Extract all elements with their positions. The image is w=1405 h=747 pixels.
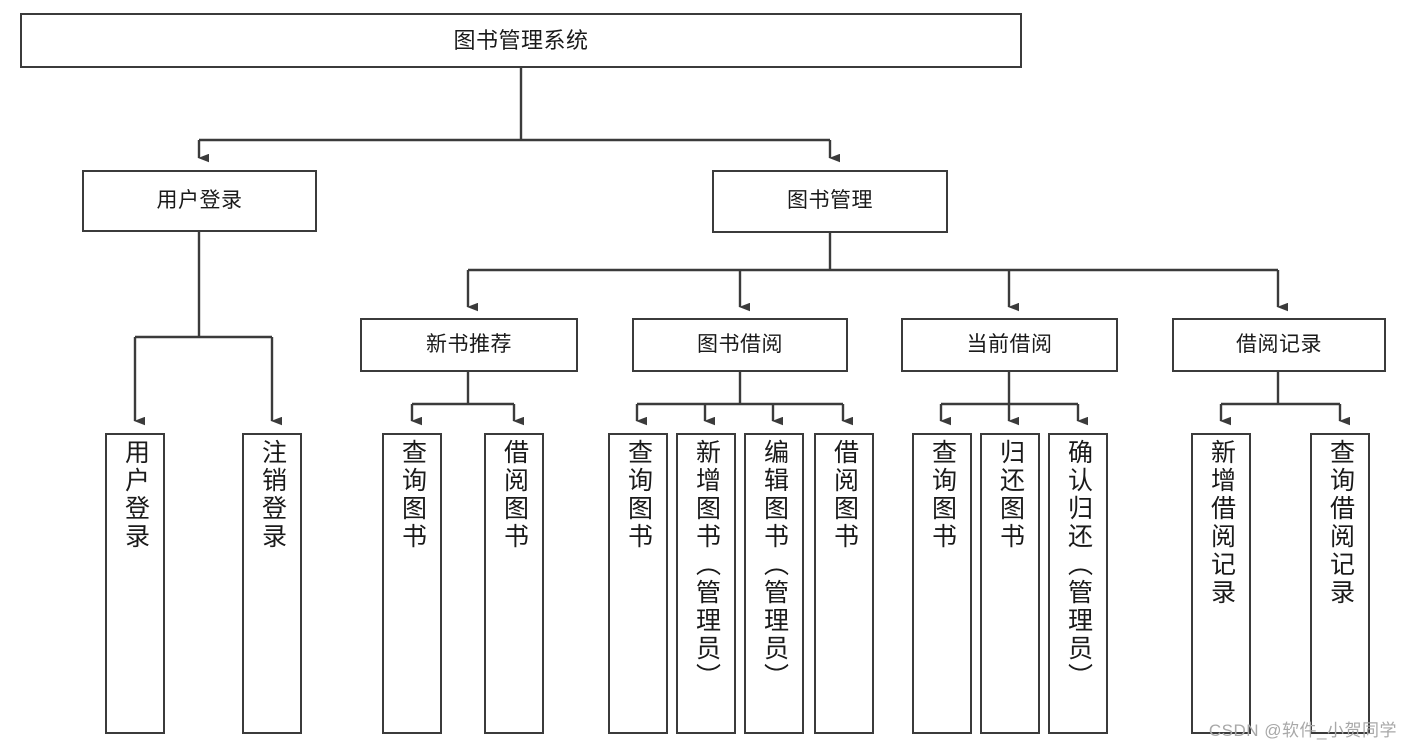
leaf-return-book[interactable]: 归还图书 <box>980 433 1040 734</box>
node-label: 查询借阅记录 <box>1326 439 1355 607</box>
leaf-user-login[interactable]: 用户登录 <box>105 433 165 734</box>
node-borrowing-record[interactable]: 借阅记录 <box>1172 318 1386 372</box>
node-label: 查询图书 <box>398 439 427 551</box>
leaf-query-borrow-record[interactable]: 查询借阅记录 <box>1310 433 1370 734</box>
node-label: 借阅图书 <box>500 439 529 551</box>
node-label: 新书推荐 <box>426 332 512 356</box>
node-label: 用户登录 <box>121 439 150 551</box>
leaf-logout[interactable]: 注销登录 <box>242 433 302 734</box>
leaf-query-book-recommend[interactable]: 查询图书 <box>382 433 442 734</box>
node-label: 归还图书 <box>996 439 1025 551</box>
node-book-borrowing[interactable]: 图书借阅 <box>632 318 848 372</box>
node-label: 借阅记录 <box>1236 332 1322 356</box>
node-label: 借阅图书 <box>830 439 859 551</box>
node-label: 用户登录 <box>156 188 243 212</box>
node-label: 图书借阅 <box>697 332 783 356</box>
node-user-login[interactable]: 用户登录 <box>82 170 317 232</box>
node-label: 图书管理 <box>787 189 873 213</box>
node-label: 注销登录 <box>258 439 287 551</box>
node-label: 编辑图书（管理员） <box>760 439 789 691</box>
node-root-book-management-system[interactable]: 图书管理系统 <box>20 13 1022 68</box>
node-label: 新增借阅记录 <box>1207 439 1236 607</box>
node-new-book-recommendation[interactable]: 新书推荐 <box>360 318 578 372</box>
node-label: 确认归还（管理员） <box>1064 439 1093 691</box>
leaf-borrow-book[interactable]: 借阅图书 <box>814 433 874 734</box>
watermark-text: CSDN @软件_小贺同学 <box>1208 721 1397 740</box>
leaf-add-borrow-record[interactable]: 新增借阅记录 <box>1191 433 1251 734</box>
leaf-edit-book-admin[interactable]: 编辑图书（管理员） <box>744 433 804 734</box>
node-label: 当前借阅 <box>966 332 1053 356</box>
node-label: 查询图书 <box>928 439 957 551</box>
node-label: 新增图书（管理员） <box>692 439 721 691</box>
leaf-confirm-return-admin[interactable]: 确认归还（管理员） <box>1048 433 1108 734</box>
leaf-borrow-book-recommend[interactable]: 借阅图书 <box>484 433 544 734</box>
node-book-management[interactable]: 图书管理 <box>712 170 948 233</box>
node-label: 查询图书 <box>624 439 653 551</box>
node-current-borrowing[interactable]: 当前借阅 <box>901 318 1118 372</box>
leaf-query-book-current[interactable]: 查询图书 <box>912 433 972 734</box>
leaf-query-book-borrow[interactable]: 查询图书 <box>608 433 668 734</box>
node-label: 图书管理系统 <box>453 27 589 53</box>
leaf-add-book-admin[interactable]: 新增图书（管理员） <box>676 433 736 734</box>
